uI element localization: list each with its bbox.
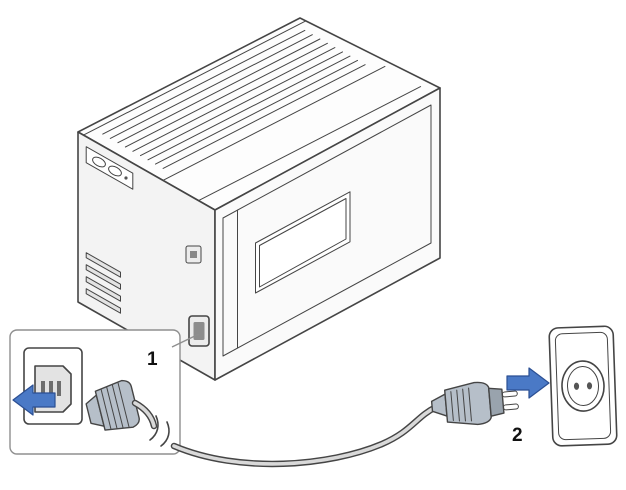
insert-arrow-left-icon: [12, 384, 56, 416]
outlet-hole-right: [586, 382, 593, 390]
vent-slots: [85, 252, 121, 314]
outlet-plate: [548, 325, 618, 447]
callout-leader-line: [171, 333, 200, 348]
step-2-label: 2: [512, 425, 523, 446]
outlet-hole-left: [573, 382, 580, 390]
wall-outlet: [548, 325, 618, 447]
rear-cover-seam: [222, 104, 432, 357]
power-plug: [430, 381, 519, 426]
power-cord-connector: [85, 379, 140, 431]
cord-break-mark: [149, 415, 170, 447]
power-button: [92, 156, 106, 168]
control-panel: [85, 146, 134, 190]
callout: 1: [9, 329, 200, 455]
status-led: [124, 176, 128, 180]
label-plate: [255, 191, 351, 294]
output-tray-slats: [102, 29, 366, 169]
plug-pin-top: [501, 390, 518, 398]
power-cord: [131, 399, 440, 468]
top-face-seams: [83, 20, 422, 202]
outlet-recess: [561, 360, 605, 412]
printer-power-inlet: [188, 315, 210, 347]
insert-arrow-right-icon: [506, 367, 550, 399]
printer: [77, 17, 441, 381]
plug-pin-bottom: [502, 403, 519, 411]
print-button: [108, 165, 122, 177]
step-1-label: 1: [147, 349, 158, 370]
rear-latch: [185, 245, 202, 264]
